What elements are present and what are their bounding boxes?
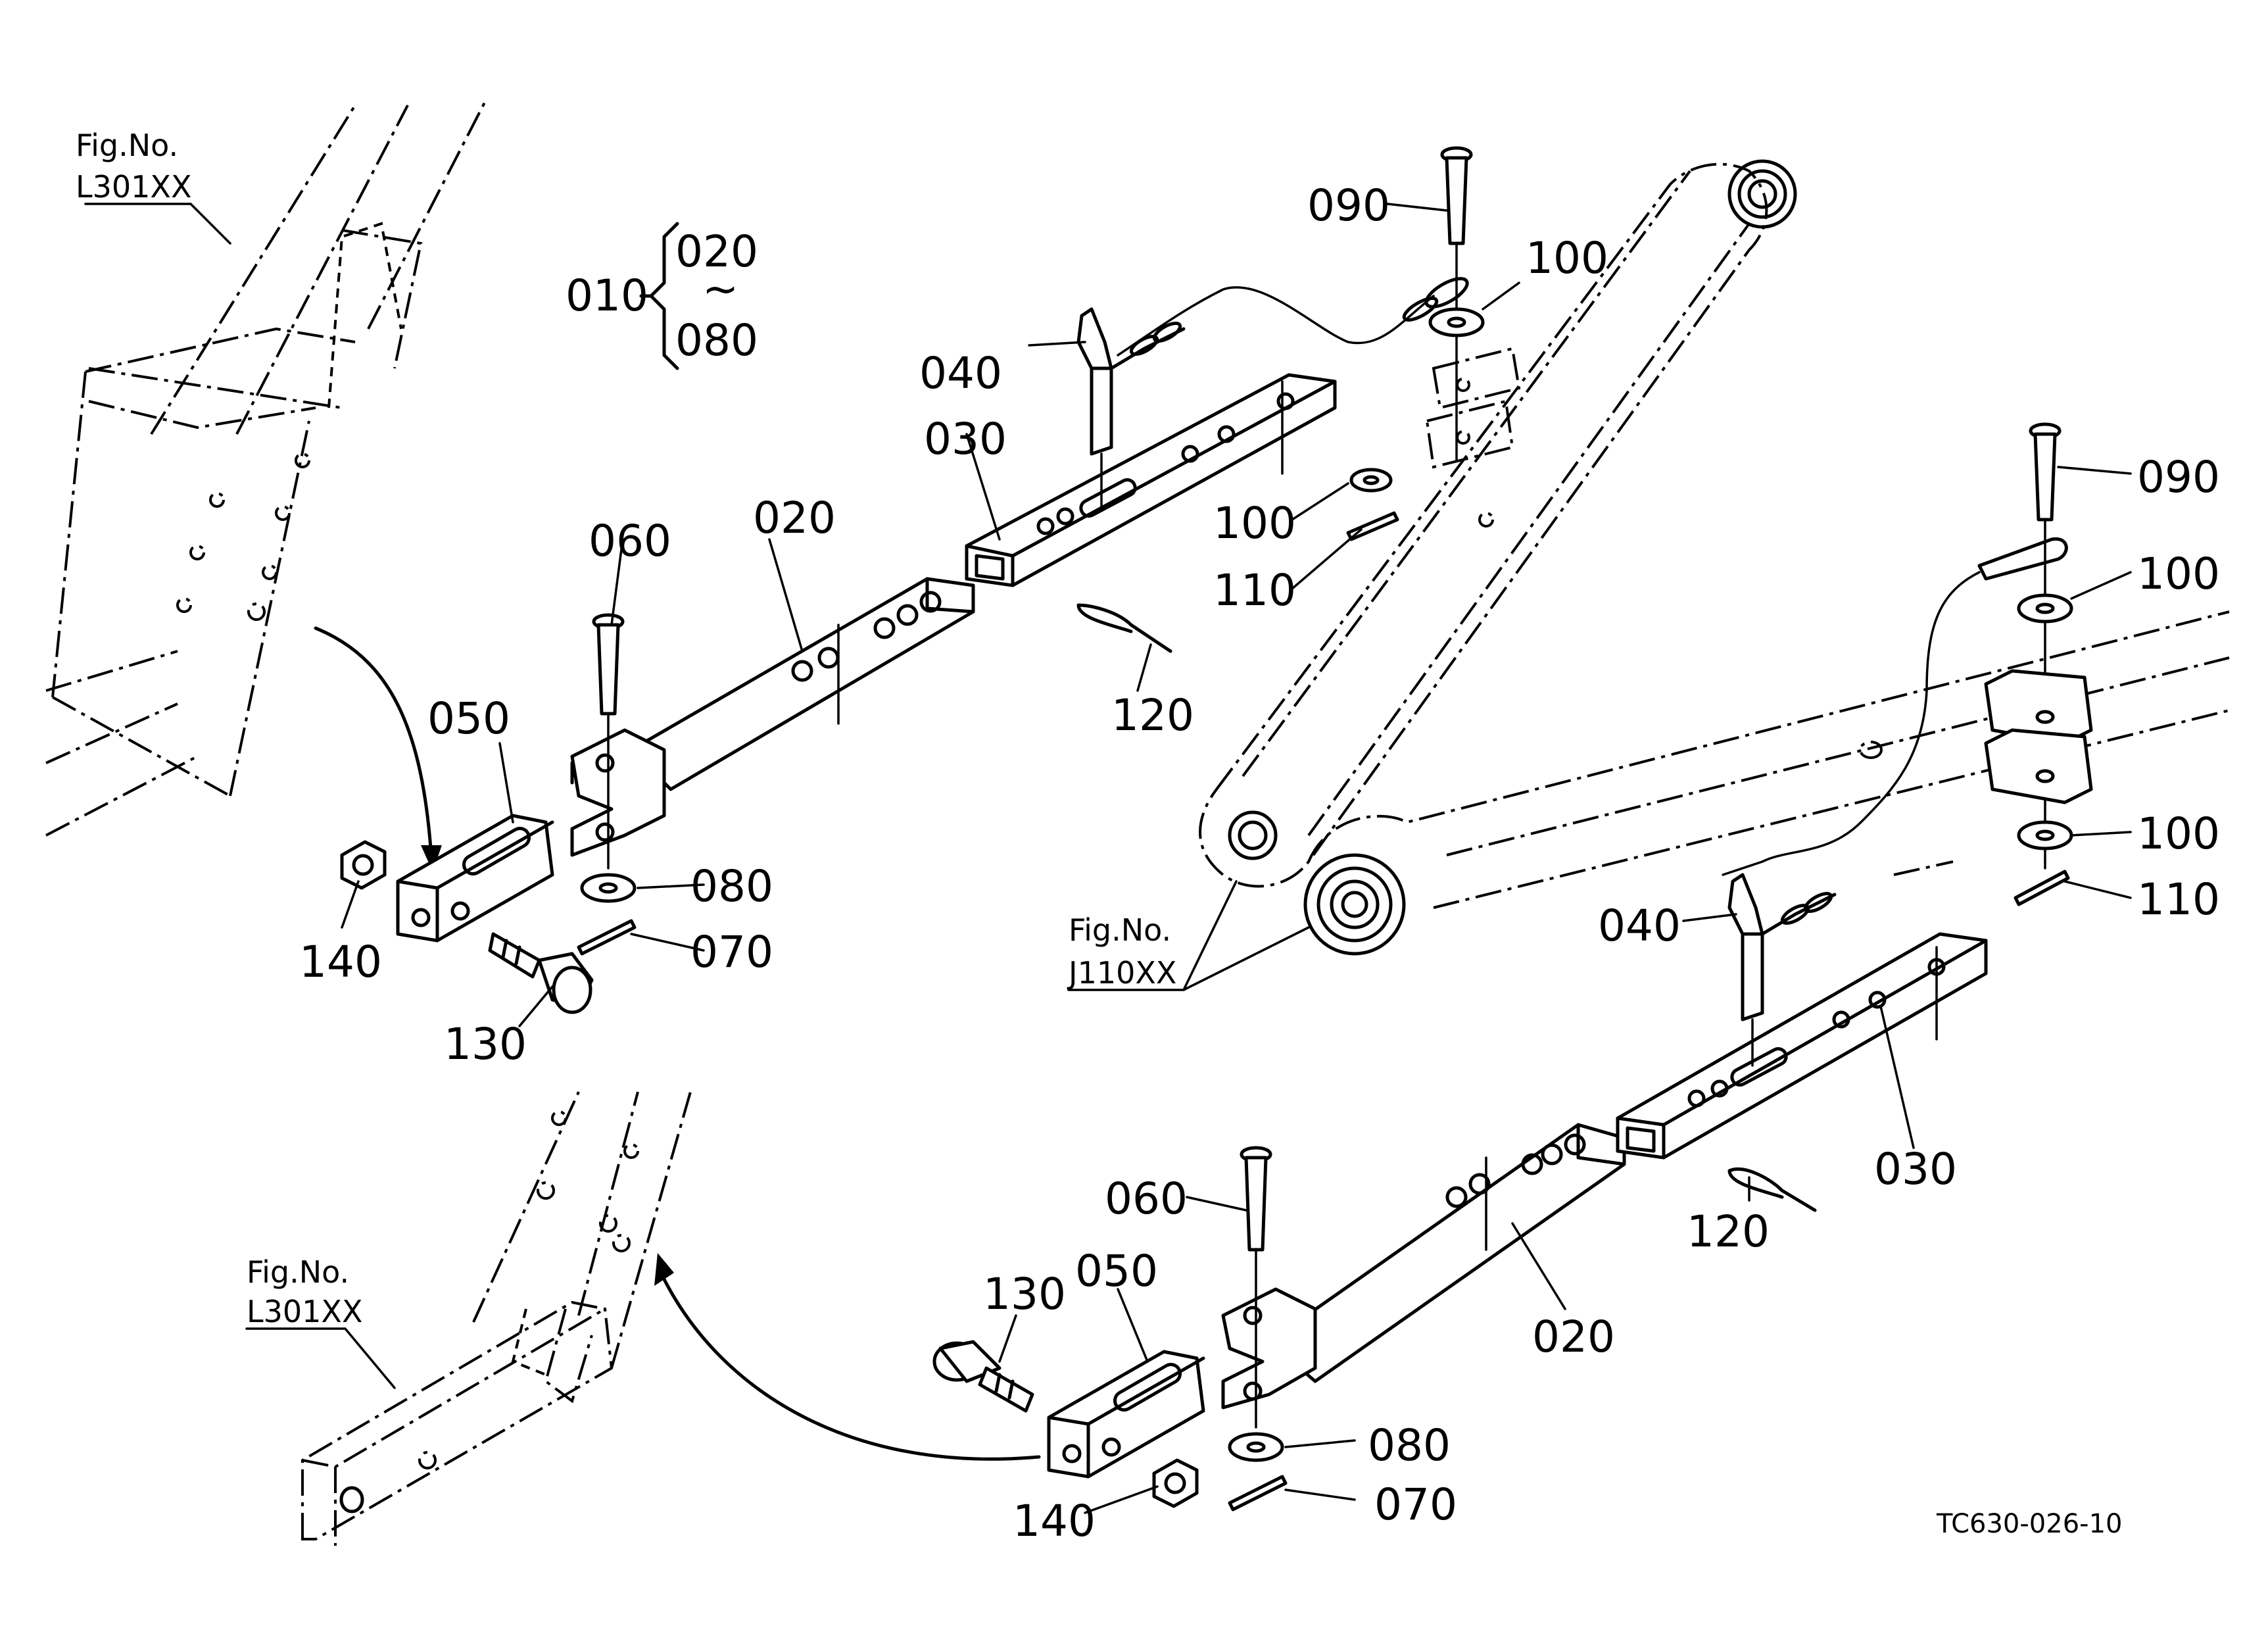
label-110-top: 110	[1213, 565, 1296, 616]
label-120-bottom: 120	[1687, 1206, 1770, 1257]
top-split-pin-110	[1346, 511, 1399, 541]
bottom-washer-080	[1228, 1432, 1284, 1462]
bottom-nut-140	[1152, 1458, 1199, 1508]
right-bracket-plates	[1984, 669, 2093, 804]
label-030-bottom: 030	[1874, 1144, 1957, 1194]
label-080-range: 080	[675, 315, 758, 366]
fig-ref-middle-code: J110XX	[1067, 955, 1176, 991]
top-washer-100-a	[1428, 307, 1485, 337]
label-030-top: 030	[924, 414, 1007, 464]
top-outer-sleeve-030	[965, 373, 1337, 587]
top-chain-cable	[1117, 277, 1469, 356]
upper-lift-arm	[1199, 159, 1797, 888]
bottom-clevis-050	[1047, 1350, 1205, 1479]
label-090-right: 090	[2137, 452, 2220, 503]
label-080-top: 080	[690, 861, 773, 912]
top-clevis-050	[396, 814, 554, 943]
top-left-frame	[45, 98, 488, 837]
right-cable	[1722, 571, 1981, 876]
label-020-top: 020	[753, 493, 836, 543]
lower-link-arm	[1303, 610, 2230, 956]
top-arrow-head	[421, 845, 442, 872]
label-100-top-b: 100	[1213, 498, 1296, 549]
top-inner-bar-020	[629, 577, 975, 791]
bottom-pin-060	[1240, 1146, 1272, 1429]
label-060-top: 060	[589, 516, 671, 566]
label-050-bottom: 050	[1075, 1246, 1158, 1296]
label-100-right-a: 100	[2137, 549, 2220, 599]
top-clevis-yoke	[570, 728, 666, 857]
label-090-top: 090	[1307, 180, 1390, 231]
bottom-outer-sleeve-030	[1616, 932, 1988, 1160]
top-r-clip-120	[1076, 603, 1172, 653]
label-010: 010	[566, 270, 648, 321]
label-020-bottom: 020	[1532, 1312, 1615, 1362]
label-080-bottom: 080	[1368, 1420, 1451, 1471]
bottom-clevis-yoke	[1221, 1287, 1317, 1410]
bottom-r-clip-120	[1727, 1167, 1817, 1212]
top-washer-080	[580, 873, 637, 903]
top-pointer-arrow	[314, 626, 433, 850]
label-050-top: 050	[427, 693, 510, 744]
right-washer-100-b	[2017, 820, 2073, 850]
top-split-pin-070	[577, 919, 637, 956]
label-040-bottom: 040	[1598, 900, 1681, 951]
label-100-top-a: 100	[1526, 233, 1608, 283]
top-washer-100-b	[1349, 468, 1393, 493]
group-bracket-010	[639, 222, 679, 370]
bottom-split-pin-070	[1228, 1475, 1288, 1512]
label-140-bottom: 140	[1013, 1496, 1096, 1546]
label-070-bottom: 070	[1374, 1479, 1457, 1530]
label-110-right: 110	[2137, 874, 2220, 925]
fig-ref-top-left-title: Fig.No.	[76, 128, 178, 163]
bottom-lpin-040	[1727, 873, 1837, 1067]
fig-ref-bottom-left-title: Fig.No.	[247, 1254, 349, 1290]
fig-ref-middle-title: Fig.No.	[1069, 912, 1171, 948]
label-100-right-b: 100	[2137, 808, 2220, 859]
label-040-top: 040	[919, 348, 1002, 399]
top-nut-140	[340, 840, 387, 890]
label-130-bottom: 130	[983, 1269, 1066, 1319]
drawing-code: TC630-026-10	[1936, 1509, 2122, 1539]
bottom-bolt-130	[932, 1340, 1034, 1413]
top-lpin-040	[1076, 307, 1186, 508]
fig-ref-bottom-left-code: L301XX	[247, 1294, 362, 1329]
label-020-range: 020	[675, 226, 758, 277]
label-range-tilde: ~	[702, 264, 738, 314]
right-chain-loop	[1977, 537, 2068, 581]
right-split-pin-110	[2014, 870, 2070, 906]
right-washer-100-a	[2017, 593, 2073, 624]
label-120-top: 120	[1111, 690, 1194, 741]
leader-lines	[341, 203, 2132, 1514]
bottom-arrow-head	[654, 1253, 674, 1286]
label-060-bottom: 060	[1105, 1173, 1188, 1224]
fig-ref-top-left-code: L301XX	[76, 169, 191, 205]
top-pin-090	[1440, 146, 1473, 462]
label-130-top: 130	[444, 1019, 527, 1069]
bottom-pointer-arrow	[662, 1277, 1041, 1461]
bottom-left-frame	[245, 1091, 692, 1546]
label-070-top: 070	[690, 927, 773, 977]
label-140-top: 140	[299, 937, 382, 987]
top-bolt-130	[488, 932, 594, 1014]
